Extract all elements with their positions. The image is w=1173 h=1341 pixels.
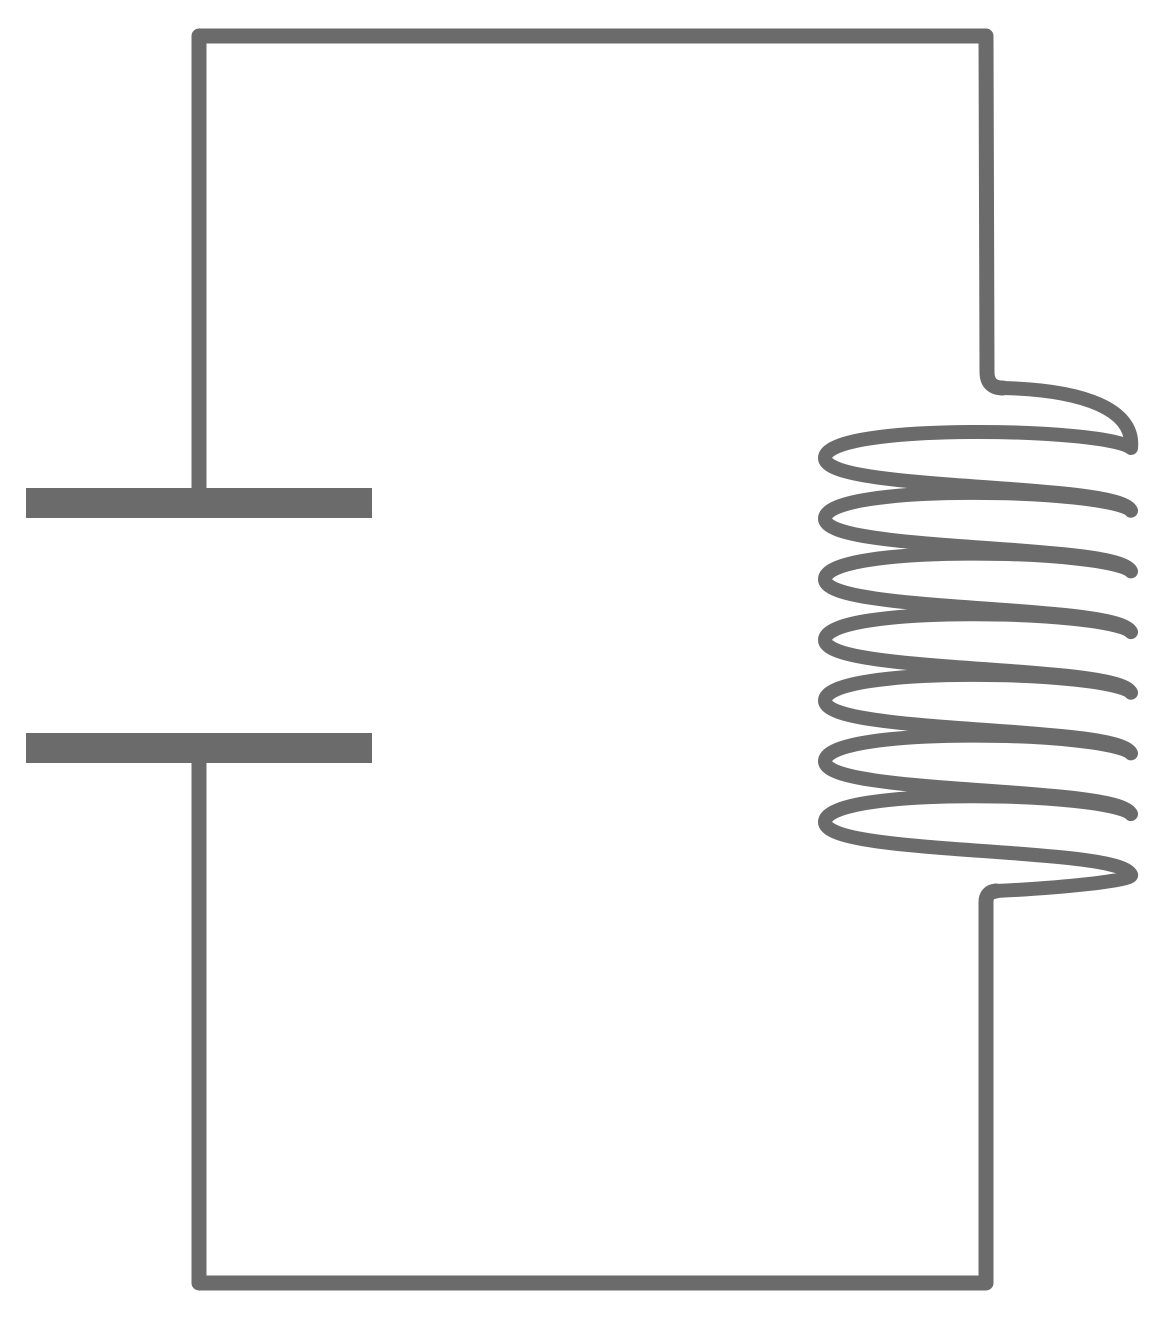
capacitor-top-plate (26, 488, 372, 518)
wire-top (191, 28, 1011, 498)
inductor-coil (818, 381, 1139, 898)
capacitor-bottom-plate (26, 733, 372, 763)
capacitor (26, 488, 372, 763)
inductor-coil-path (818, 381, 1139, 898)
